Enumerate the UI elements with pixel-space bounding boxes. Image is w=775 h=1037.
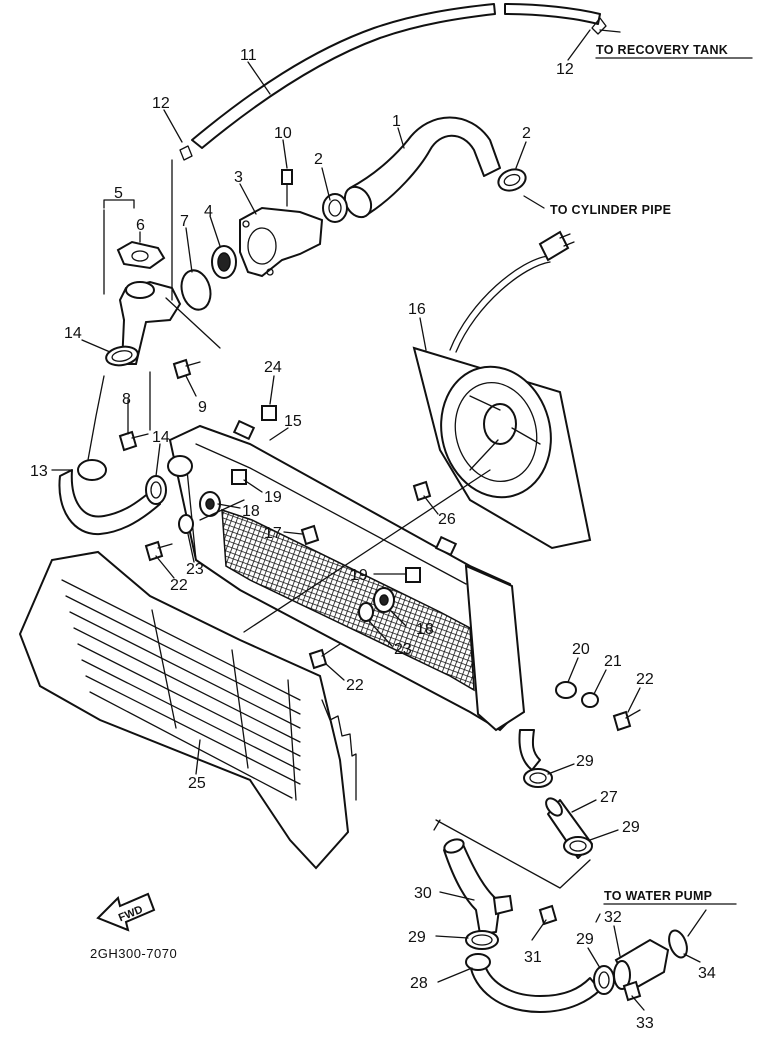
callout-29-c: 29 bbox=[408, 929, 426, 946]
hose-clip-12-top bbox=[591, 17, 607, 35]
bolt-8 bbox=[118, 430, 149, 452]
callout-24: 24 bbox=[264, 359, 282, 376]
callout-10: 10 bbox=[274, 125, 292, 142]
bolt-17 bbox=[300, 524, 320, 546]
radiator-lower-pipe bbox=[518, 729, 541, 771]
callout-34: 34 bbox=[698, 965, 716, 982]
bolt-22-center bbox=[308, 643, 341, 670]
thermostat-housing bbox=[116, 240, 182, 365]
callout-32: 32 bbox=[604, 909, 622, 926]
bolt-31 bbox=[538, 904, 558, 926]
joint-32 bbox=[613, 938, 670, 992]
overflow-hose bbox=[191, 3, 601, 149]
callout-28: 28 bbox=[410, 975, 428, 992]
callout-31: 31 bbox=[524, 949, 542, 966]
callout-18-left: 18 bbox=[242, 503, 260, 520]
note-to-cylinder-pipe: TO CYLINDER PIPE bbox=[550, 203, 671, 217]
callout-22-right: 22 bbox=[636, 671, 654, 688]
note-to-recovery-tank: TO RECOVERY TANK bbox=[596, 43, 728, 57]
hose-clamp-29-a bbox=[523, 768, 553, 788]
bolt-9 bbox=[172, 358, 201, 380]
hose-clamp-2-right bbox=[497, 168, 527, 192]
callout-20: 20 bbox=[572, 641, 590, 658]
callout-11: 11 bbox=[240, 47, 257, 64]
callout-17: 17 bbox=[264, 525, 282, 542]
callout-19-right: 19 bbox=[350, 567, 368, 584]
callout-14-left: 14 bbox=[64, 325, 82, 342]
thermostat bbox=[211, 245, 237, 279]
o-ring-7 bbox=[180, 269, 212, 311]
bolt-22-right bbox=[612, 709, 641, 732]
callout-30: 30 bbox=[414, 885, 432, 902]
collar-19-left bbox=[231, 469, 247, 485]
callout-25: 25 bbox=[188, 775, 206, 792]
radiator bbox=[167, 419, 526, 732]
callout-14-right: 14 bbox=[152, 429, 170, 446]
bolt-33 bbox=[622, 980, 642, 1002]
fan-assembly bbox=[412, 255, 592, 550]
callout-22-left: 22 bbox=[170, 577, 188, 594]
grommet-18-right bbox=[373, 587, 395, 613]
hose-clip-12-left bbox=[179, 145, 193, 161]
nut-24 bbox=[261, 405, 277, 421]
callout-15: 15 bbox=[284, 413, 302, 430]
collar-19-right bbox=[405, 567, 421, 583]
callout-18-right: 18 bbox=[416, 621, 434, 638]
hose-clamp-29-c bbox=[465, 930, 499, 950]
bolt-10 bbox=[281, 169, 293, 207]
washer-23-right bbox=[358, 602, 374, 622]
callout-12-left: 12 bbox=[152, 95, 170, 112]
radiator-upper-hose bbox=[343, 116, 501, 219]
callout-13: 13 bbox=[30, 463, 48, 480]
leader-lines bbox=[51, 29, 707, 1011]
callout-numbers: 11 1 2 2 3 10 4 7 5 6 12 12 14 9 8 13 14… bbox=[30, 47, 716, 1032]
hose-clamp-29-d bbox=[593, 965, 615, 995]
washer-23-left bbox=[178, 514, 194, 534]
fan-connector bbox=[538, 230, 575, 262]
callout-12-right: 12 bbox=[556, 61, 574, 78]
callout-29-b: 29 bbox=[622, 819, 640, 836]
radiator-cover bbox=[18, 550, 357, 870]
thermostat-cover bbox=[239, 206, 324, 278]
callout-8: 8 bbox=[122, 391, 131, 408]
callout-5: 5 bbox=[114, 185, 123, 202]
callout-26: 26 bbox=[438, 511, 456, 528]
callout-2-right: 2 bbox=[522, 125, 531, 142]
callout-23-right: 23 bbox=[394, 641, 412, 658]
forward-arrow-icon: FWD bbox=[96, 892, 156, 932]
washer-21 bbox=[581, 692, 599, 708]
pipe-30 bbox=[443, 838, 514, 935]
callout-23-left: 23 bbox=[186, 561, 204, 578]
hose-clamp-14-right bbox=[145, 475, 167, 505]
callout-2-left: 2 bbox=[314, 151, 323, 168]
o-ring-34 bbox=[668, 929, 688, 959]
hose-clamp-2-left bbox=[322, 193, 348, 223]
callout-19-left: 19 bbox=[264, 489, 282, 506]
diagram-code: 2GH300-7070 bbox=[90, 946, 177, 961]
callout-4: 4 bbox=[204, 203, 213, 220]
callout-29-d: 29 bbox=[576, 931, 594, 948]
hose-clamp-29-b bbox=[563, 836, 593, 856]
bolt-26 bbox=[412, 480, 432, 502]
callout-7: 7 bbox=[180, 213, 189, 230]
callout-6: 6 bbox=[136, 217, 145, 234]
callout-29-a: 29 bbox=[576, 753, 594, 770]
callout-1: 1 bbox=[392, 113, 401, 130]
collar-20 bbox=[555, 681, 577, 699]
bolt-22-left bbox=[144, 540, 173, 562]
callout-9: 9 bbox=[198, 399, 207, 416]
callout-21: 21 bbox=[604, 653, 622, 670]
note-to-water-pump: TO WATER PUMP bbox=[604, 889, 712, 903]
callout-27: 27 bbox=[600, 789, 618, 806]
hose-clamp-14-left bbox=[105, 345, 139, 367]
callout-16: 16 bbox=[408, 301, 426, 318]
callout-22-center: 22 bbox=[346, 677, 364, 694]
callout-33: 33 bbox=[636, 1015, 654, 1032]
notes: TO RECOVERY TANK TO CYLINDER PIPE TO WAT… bbox=[550, 43, 753, 905]
radiator-hose-13 bbox=[58, 459, 161, 536]
callout-3: 3 bbox=[234, 169, 243, 186]
